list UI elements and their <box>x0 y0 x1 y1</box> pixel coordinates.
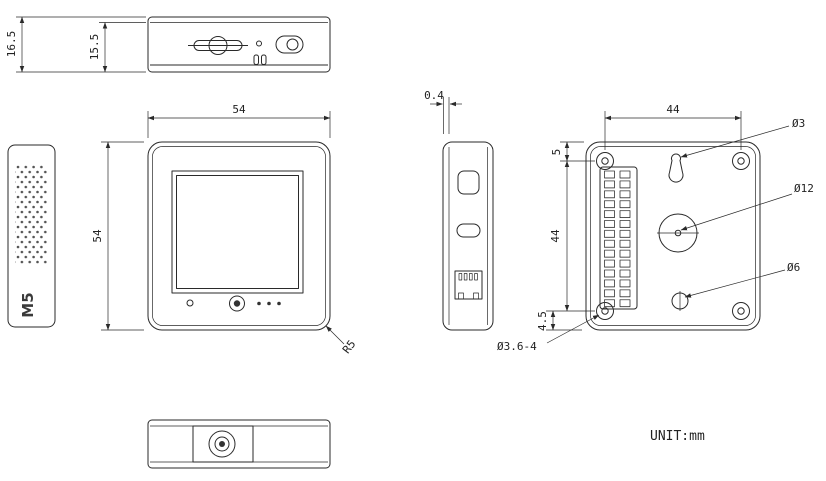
label-hang-hole: Ø3 <box>680 117 805 158</box>
bottom-screw-hole <box>671 291 689 311</box>
label-bottom-screw-hole-text: Ø6 <box>787 261 800 274</box>
dim-corner-radius: R5 <box>325 325 358 356</box>
center-hole <box>657 213 699 253</box>
dim-hole-span-vertical-label: 44 <box>549 229 562 243</box>
back-view <box>585 141 761 331</box>
top-pin-slots <box>253 54 267 65</box>
top-view <box>147 16 331 73</box>
brand-logo: M5 <box>19 292 37 317</box>
dim-total-thickness-label: 16.5 <box>5 31 18 58</box>
speaker-grille <box>15 164 47 264</box>
dim-body-thickness: 15.5 <box>88 22 146 73</box>
screen <box>171 170 304 294</box>
top-slot <box>188 36 248 55</box>
mount-hole-top-right <box>732 152 750 170</box>
dim-hole-span-horizontal: 44 <box>604 103 742 150</box>
unit-label: UNIT:mm <box>650 429 705 444</box>
bus-header <box>599 166 638 310</box>
dim-hole-top-offset: 5 <box>550 141 595 162</box>
dim-hole-bottom-offset: 4.5 <box>536 310 582 331</box>
grove-connector <box>454 270 483 300</box>
dim-width-label: 54 <box>232 103 246 116</box>
front-view <box>147 141 331 331</box>
mount-hole-bottom-right <box>732 302 750 320</box>
reset-hole <box>256 40 262 47</box>
dim-hole-top-offset-label: 5 <box>550 149 563 156</box>
bottom-view <box>147 419 331 469</box>
side-power-button <box>457 170 480 195</box>
label-hang-hole-text: Ø3 <box>792 117 805 130</box>
front-power-button <box>229 295 245 312</box>
dim-hole-span-vertical: 44 <box>546 160 595 312</box>
label-mount-holes-text: Ø3.6-4 <box>497 340 537 353</box>
dim-body-thickness-label: 15.5 <box>88 34 101 61</box>
dim-hole-span-horizontal-label: 44 <box>666 103 680 116</box>
label-center-hole-text: Ø12 <box>794 182 814 195</box>
mic-holes <box>257 301 281 306</box>
hang-hole <box>668 153 684 183</box>
dim-height-label: 54 <box>91 229 104 243</box>
dim-total-thickness: 16.5 <box>5 16 146 73</box>
led-indicator <box>186 299 194 307</box>
label-bottom-screw-hole: Ø6 <box>684 261 800 298</box>
dim-hole-bottom-offset-label: 4.5 <box>536 311 549 331</box>
camera-module <box>192 425 254 463</box>
left-side-view: M5 <box>7 144 56 328</box>
dim-width: 54 <box>147 103 331 138</box>
top-power-button <box>275 35 304 54</box>
label-mount-holes: Ø3.6-4 <box>497 314 600 353</box>
label-center-hole: Ø12 <box>680 182 814 231</box>
dim-front-lip: 0.4 <box>424 89 462 134</box>
dim-height: 54 <box>91 141 144 331</box>
mount-hole-top-left <box>596 152 614 170</box>
dim-front-lip-label: 0.4 <box>424 89 444 102</box>
usb-c-port <box>456 223 481 238</box>
right-side-view <box>442 141 494 331</box>
dim-corner-radius-label: R5 <box>340 338 358 356</box>
